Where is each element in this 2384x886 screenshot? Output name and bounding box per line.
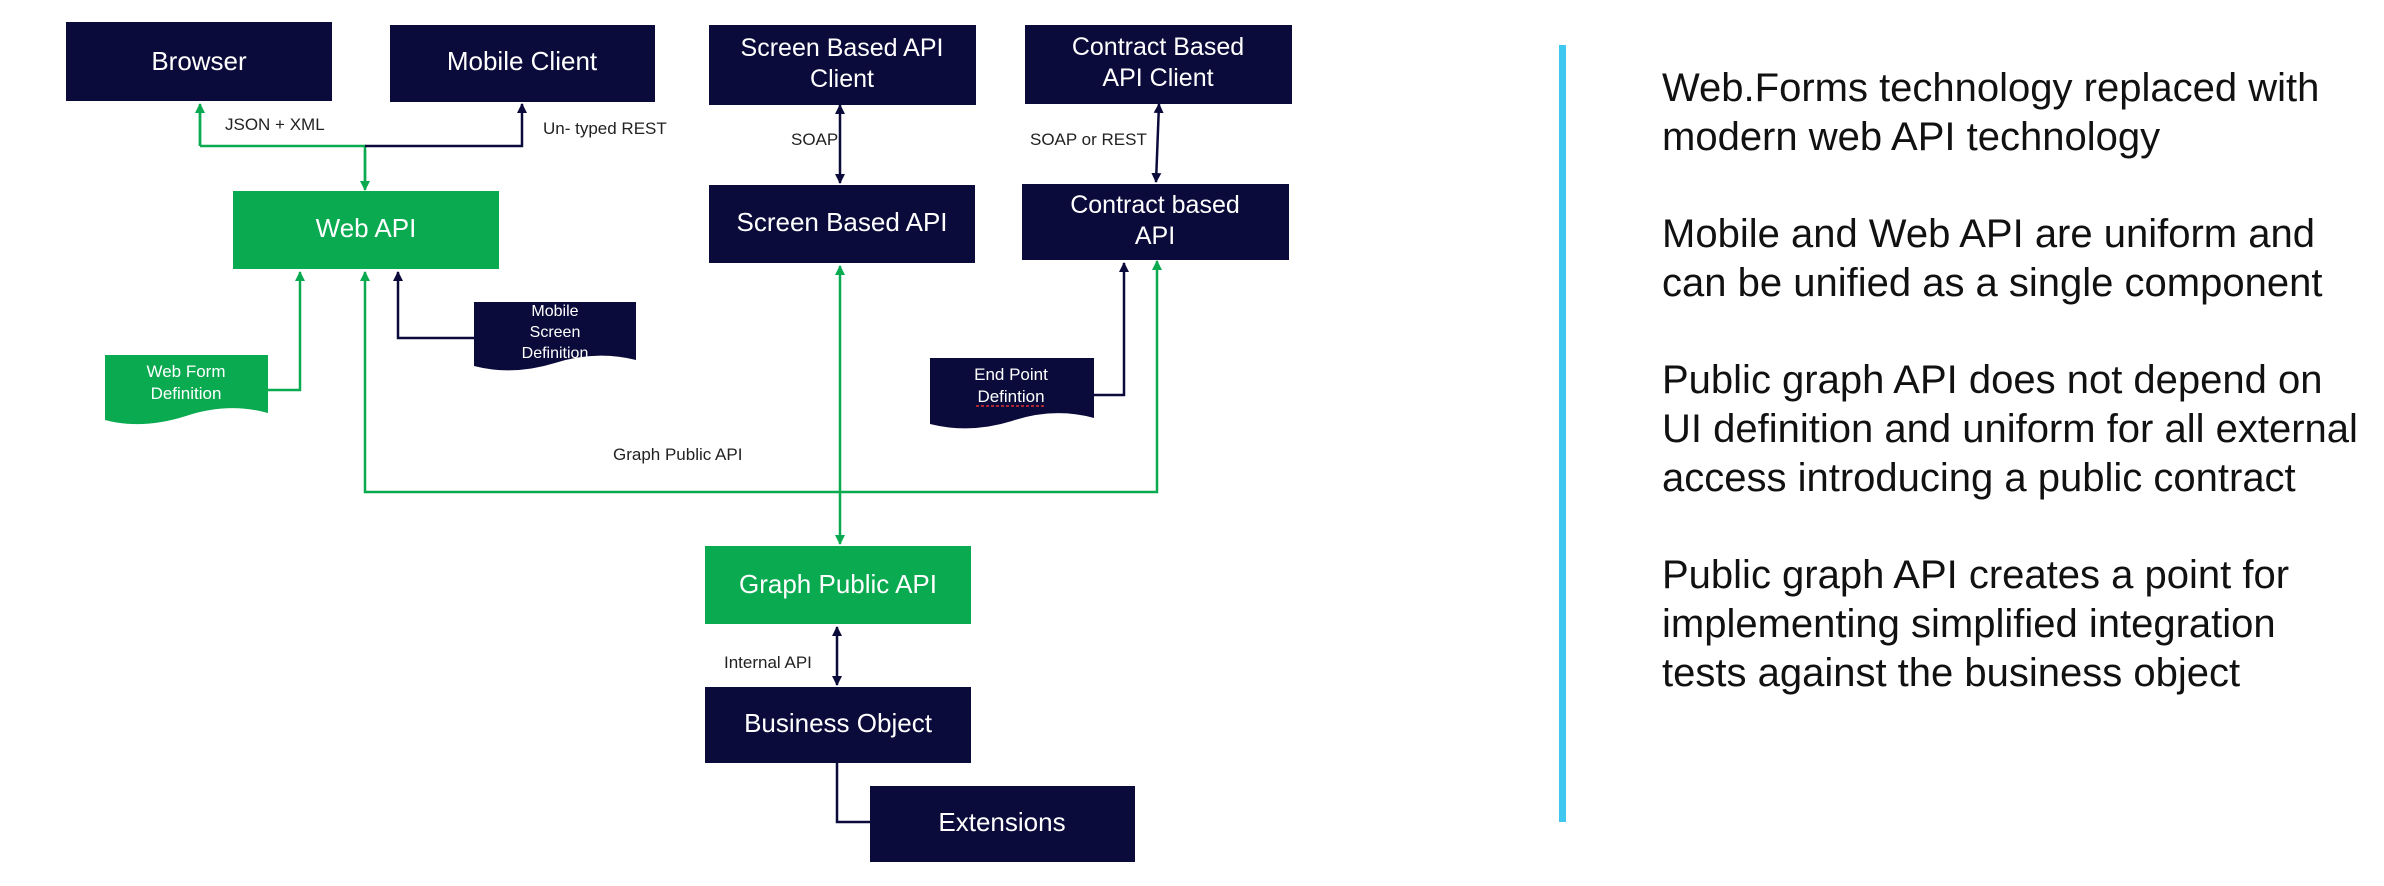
web-api-label: Web API bbox=[316, 213, 417, 243]
endpoint-definition-doc: End Point Defintion bbox=[930, 358, 1094, 429]
endpoint-contract-connector bbox=[1094, 262, 1129, 397]
extensions-label: Extensions bbox=[938, 807, 1065, 837]
endpoint-label-1: End Point bbox=[974, 365, 1048, 384]
soap-rest-label: SOAP or REST bbox=[1030, 130, 1147, 149]
extensions-connector bbox=[835, 763, 870, 824]
mobile-screen-label-3: Definition bbox=[522, 345, 589, 362]
browser-label: Browser bbox=[151, 46, 247, 76]
mobile-screen-label-1: Mobile bbox=[531, 303, 578, 320]
endpoint-label-2: Defintion bbox=[977, 387, 1044, 406]
soap-label: SOAP bbox=[791, 130, 838, 149]
internal-api-label: Internal API bbox=[724, 653, 812, 672]
architecture-diagram: Browser Mobile Client Screen Based API C… bbox=[66, 22, 1292, 862]
summary-points: Web.Forms technology replaced with moder… bbox=[1662, 64, 2362, 746]
untyped-rest-label: Un- typed REST bbox=[543, 119, 667, 138]
contract-api-label-2: API bbox=[1135, 222, 1175, 250]
mobilescreen-webapi-connector bbox=[393, 271, 474, 340]
business-object-label: Business Object bbox=[744, 708, 933, 738]
graph-loop-contract bbox=[840, 260, 1162, 494]
summary-point: Public graph API creates a point for imp… bbox=[1662, 553, 2290, 695]
web-form-definition-doc: Web Form Definition bbox=[105, 355, 268, 425]
web-api-node: Web API bbox=[233, 191, 499, 269]
contract-client-label-2: API Client bbox=[1102, 64, 1213, 92]
screen-api-label: Screen Based API bbox=[736, 207, 947, 237]
graph-public-api-label: Graph Public API bbox=[739, 569, 937, 599]
web-form-label-1: Web Form bbox=[146, 362, 225, 381]
contract-client-node: Contract Based API Client bbox=[1025, 25, 1292, 104]
screen-api-node: Screen Based API bbox=[709, 185, 975, 263]
graph-loop-webapi bbox=[360, 271, 840, 494]
extensions-node: Extensions bbox=[870, 786, 1135, 862]
mobile-screen-label-2: Screen bbox=[530, 324, 581, 341]
browser-node: Browser bbox=[66, 22, 332, 101]
mobile-screen-definition-doc: Mobile Screen Definition bbox=[474, 302, 636, 371]
screen-client-label-1: Screen Based API bbox=[741, 34, 944, 62]
screen-client-label-2: Client bbox=[810, 65, 874, 93]
graph-public-api-edge-label: Graph Public API bbox=[613, 445, 742, 464]
screen-client-node: Screen Based API Client bbox=[709, 25, 976, 105]
graph-public-api-node: Graph Public API bbox=[705, 546, 971, 624]
soap-rest-connector bbox=[1151, 103, 1164, 183]
webform-webapi-connector bbox=[268, 271, 305, 392]
web-form-label-2: Definition bbox=[151, 384, 222, 403]
json-xml-label: JSON + XML bbox=[225, 115, 325, 134]
mobile-client-label: Mobile Client bbox=[447, 46, 598, 76]
summary-point: Web.Forms technology replaced with moder… bbox=[1662, 66, 2320, 159]
contract-api-node: Contract based API bbox=[1022, 184, 1289, 260]
summary-point: Public graph API does not depend on UI d… bbox=[1662, 358, 2358, 500]
contract-client-label-1: Contract Based bbox=[1072, 33, 1244, 61]
mobile-client-node: Mobile Client bbox=[390, 25, 655, 102]
contract-api-label-1: Contract based bbox=[1070, 191, 1240, 219]
summary-point: Mobile and Web API are uniform and can b… bbox=[1662, 212, 2323, 305]
mobile-webapi-connector bbox=[365, 103, 527, 148]
business-object-node: Business Object bbox=[705, 687, 971, 763]
accent-divider bbox=[1559, 45, 1566, 822]
